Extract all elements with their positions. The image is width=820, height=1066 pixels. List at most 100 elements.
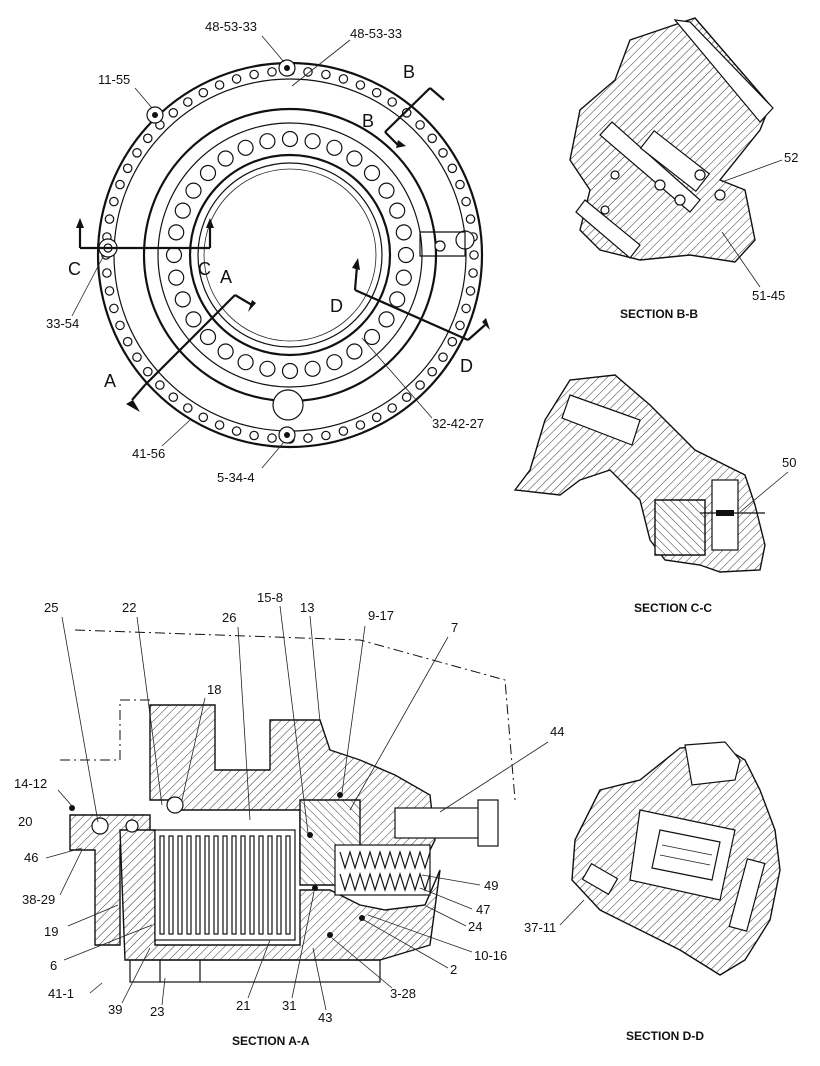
section-c-c: 50 SECTION C-C <box>513 374 796 615</box>
section-caption-a: SECTION A-A <box>232 1034 310 1048</box>
bolt-hole <box>401 392 412 402</box>
callout: 33-54 <box>46 316 79 331</box>
section-marker-b-left: B <box>362 111 374 131</box>
friction-disc <box>204 835 210 935</box>
callout: 14-12 <box>14 776 47 791</box>
section-d-d: 37-11 SECTION D-D <box>524 741 781 1043</box>
callout: 13 <box>300 600 314 615</box>
bolt-hole <box>415 120 425 130</box>
callout: 9-17 <box>368 608 394 623</box>
section-marker-b-top: B <box>403 62 415 82</box>
section-caption-b: SECTION B-B <box>620 307 698 321</box>
top-view-housing <box>96 59 484 449</box>
friction-disc <box>222 835 228 935</box>
bolt-hole <box>115 179 125 190</box>
section-marker-d-left: D <box>330 296 343 316</box>
bolt-hole <box>389 202 406 219</box>
bolt-hole <box>461 196 471 207</box>
section-b-b: 52 51-45 SECTION B-B <box>569 17 798 321</box>
bolt-hole <box>438 352 448 362</box>
bolt-hole <box>168 224 185 241</box>
disc-pack <box>159 835 291 935</box>
spring-set <box>339 849 431 893</box>
bolt-hole <box>214 80 225 90</box>
bolt-hole <box>249 430 259 441</box>
callout: 11-55 <box>98 72 130 87</box>
bolt-hole <box>122 336 133 347</box>
section-marker-a-left: A <box>104 371 116 391</box>
bolt-hole <box>168 392 179 402</box>
bolt-hole <box>415 380 425 390</box>
bolt-hole <box>102 268 112 278</box>
callout: 51-45 <box>752 288 785 303</box>
friction-disc <box>213 835 219 935</box>
bolt-hole <box>231 426 242 436</box>
callout: 24 <box>468 919 482 934</box>
section-marker-c-right: C <box>198 259 211 279</box>
friction-disc <box>276 835 282 935</box>
bolt-hole <box>115 320 125 331</box>
bolt-hole <box>455 179 465 190</box>
section-a-a <box>60 629 516 983</box>
bolt-hole <box>355 420 366 430</box>
friction-disc <box>186 835 192 935</box>
bolt-hole <box>395 269 412 286</box>
bolt-hole <box>132 148 142 158</box>
bolt-hole <box>303 67 313 77</box>
bolt-hole <box>438 148 448 158</box>
bolt-hole <box>259 360 276 377</box>
callout: 38-29 <box>22 892 55 907</box>
friction-disc <box>285 835 291 935</box>
bolt-hole <box>155 380 165 390</box>
bolt-hole <box>199 328 217 346</box>
friction-disc <box>195 835 201 935</box>
callout: 44 <box>550 724 564 739</box>
callout: 20 <box>18 814 32 829</box>
callout: 19 <box>44 924 58 939</box>
callout: 6 <box>50 958 57 973</box>
bolt-hole <box>363 328 381 346</box>
bolt-hole <box>104 286 115 296</box>
bolt-hole <box>217 150 234 167</box>
bolt-hole <box>249 69 259 80</box>
bolt-hole <box>461 303 471 314</box>
bolt-hole <box>281 130 299 148</box>
bolt-hole <box>363 164 381 182</box>
bolt-hole <box>326 139 343 156</box>
bolt-hole <box>397 246 415 264</box>
friction-disc <box>159 835 165 935</box>
bolt-hole <box>321 430 331 441</box>
section-marker-d-right: D <box>460 356 473 376</box>
bolt-hole <box>109 303 119 314</box>
callout: 23 <box>150 1004 164 1019</box>
bolt-hole <box>326 354 343 371</box>
callout: 2 <box>450 962 457 977</box>
bolt-hole <box>168 108 179 118</box>
bolt-hole <box>183 403 193 413</box>
bolt-hole <box>338 74 349 84</box>
friction-disc <box>258 835 264 935</box>
callout: 52 <box>784 150 798 165</box>
bolt-hole <box>198 87 209 98</box>
callout: 48-53-33 <box>205 19 257 34</box>
friction-disc <box>240 835 246 935</box>
callout: 47 <box>476 902 490 917</box>
bolt-hole <box>267 67 277 77</box>
bolt-hole <box>237 139 254 156</box>
bolt-hole <box>303 433 313 443</box>
bolt-hole <box>465 214 476 224</box>
bolt-hole <box>143 366 153 377</box>
bolt-hole <box>346 150 363 167</box>
callout: 5-34-4 <box>217 470 255 485</box>
bolt-hole <box>259 133 276 150</box>
section-markers: C C A A B B D D <box>68 62 490 412</box>
bolt-hole <box>168 269 185 286</box>
callout: 49 <box>484 878 498 893</box>
bolt-hole <box>217 343 234 360</box>
callout: 48-53-33 <box>350 26 402 41</box>
bolt-hole <box>281 362 299 380</box>
bolt-hole <box>237 354 254 371</box>
bolt-hole <box>338 426 349 436</box>
callout: 43 <box>318 1010 332 1025</box>
bolt-hole <box>387 403 397 413</box>
